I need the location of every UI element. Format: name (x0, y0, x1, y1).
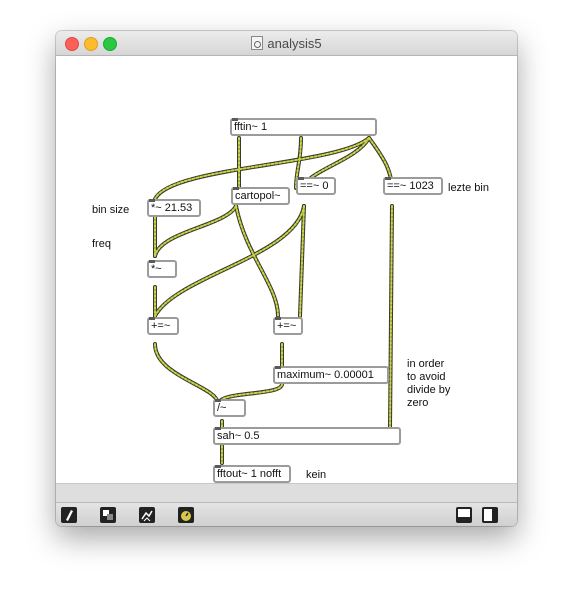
multiply-object[interactable]: *~ (147, 260, 177, 278)
multiply-binsize-object[interactable]: *~ 21.53 (147, 199, 201, 217)
fftin-object[interactable]: fftin~ 1 (230, 118, 377, 136)
maximum-object[interactable]: maximum~ 0.00001 (273, 366, 389, 384)
sample-and-hold-object[interactable]: sah~ 0.5 (213, 427, 401, 445)
debug-icon[interactable] (138, 506, 156, 524)
status-bar (56, 483, 517, 502)
bottom-toolbar (56, 502, 517, 526)
minimize-button[interactable] (84, 37, 98, 51)
patcher-window: analysis5 (56, 31, 517, 526)
audio-dsp-icon[interactable] (177, 506, 195, 524)
patcher-canvas[interactable]: fftin~ 1 cartopol~ ==~ 0 ==~ 1023 *~ 21.… (56, 56, 517, 494)
compare-zero-object[interactable]: ==~ 0 (296, 177, 336, 195)
presentation-icon[interactable] (99, 506, 117, 524)
window-title: analysis5 (267, 35, 322, 51)
accumulate-object-2[interactable]: +=~ (273, 317, 303, 335)
close-button[interactable] (65, 37, 79, 51)
left-sidebar-icon[interactable] (455, 506, 473, 524)
fftout-object[interactable]: fftout~ 1 nofft (213, 465, 291, 483)
maximize-button[interactable] (103, 37, 117, 51)
right-sidebar-icon[interactable] (481, 506, 499, 524)
comment-freq: freq (92, 238, 111, 250)
cords-signal (154, 137, 393, 464)
accumulate-object-1[interactable]: +=~ (147, 317, 179, 335)
comment-lezte-bin: lezte bin (448, 182, 489, 194)
comment-in-order: in order to avoid divide by zero (407, 358, 451, 409)
document-icon (251, 36, 264, 50)
edit-pencil-icon[interactable] (60, 506, 78, 524)
compare-1023-object[interactable]: ==~ 1023 (383, 177, 443, 195)
cartopol-object[interactable]: cartopol~ (231, 187, 290, 205)
divide-object[interactable]: /~ (213, 399, 246, 417)
title-bar[interactable]: analysis5 (56, 31, 517, 56)
comment-bin-size: bin size (92, 204, 130, 216)
